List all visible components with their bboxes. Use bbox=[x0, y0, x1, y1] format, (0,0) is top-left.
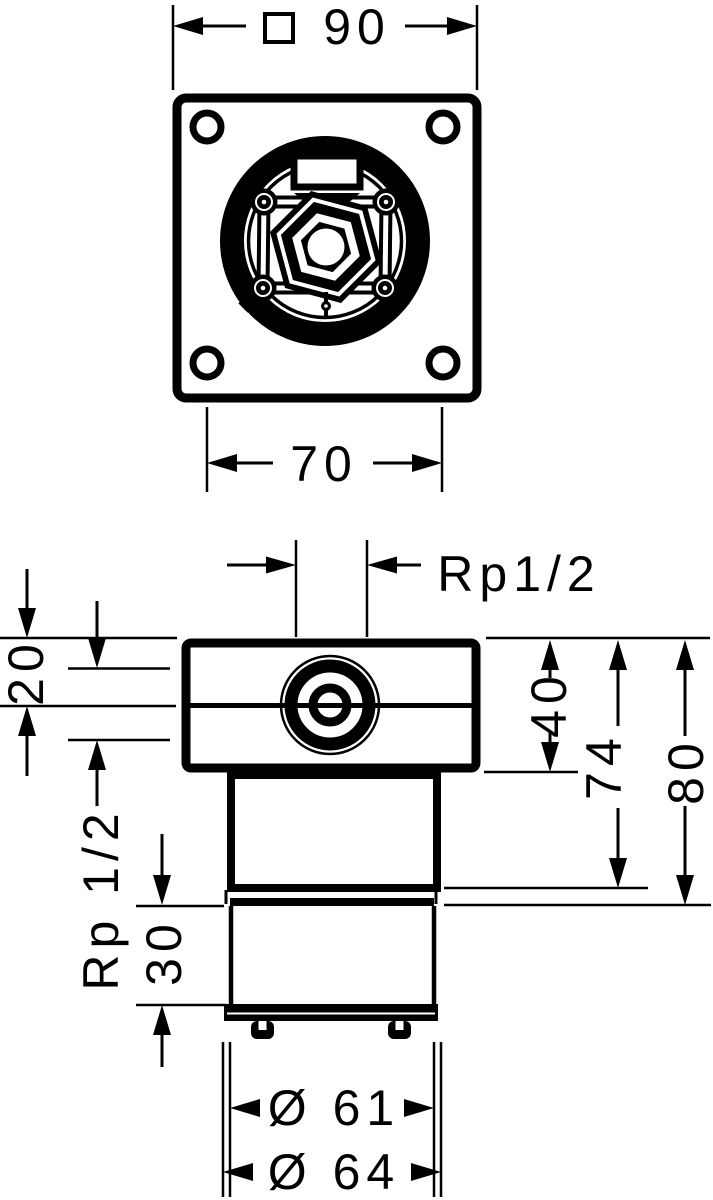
mounting-hole bbox=[425, 345, 461, 381]
dimension-lower-section bbox=[153, 834, 171, 1067]
label-inner-diameter: Ø 61 bbox=[267, 1080, 401, 1136]
arrowhead-up bbox=[609, 640, 627, 670]
label-depth-80: 80 bbox=[658, 737, 713, 805]
arrowhead-up bbox=[18, 706, 36, 736]
dimension-depth-80 bbox=[676, 640, 694, 905]
arrowhead-down bbox=[676, 875, 694, 905]
top-port-slot bbox=[290, 152, 364, 191]
center-bore bbox=[307, 228, 345, 266]
arrowhead-right bbox=[412, 454, 442, 472]
side-view bbox=[0, 540, 711, 1197]
arrowhead-left bbox=[230, 1099, 260, 1117]
arrowhead-right bbox=[404, 1099, 434, 1117]
label-housing-height: 40 bbox=[521, 670, 577, 738]
upper-spigot bbox=[227, 771, 441, 892]
label-lower-section: 30 bbox=[136, 918, 192, 986]
arrowhead-up bbox=[153, 1005, 171, 1035]
label-flange-width: 90 bbox=[323, 0, 391, 55]
label-top-thread: Rp1/2 bbox=[437, 546, 601, 602]
arrowhead-left bbox=[367, 556, 397, 574]
arrowhead-down bbox=[88, 638, 106, 668]
top-view bbox=[171, 5, 482, 492]
mounting-holes bbox=[189, 109, 461, 381]
front-port bbox=[279, 654, 381, 756]
dimension-depth-74 bbox=[609, 640, 627, 888]
label-outer-diameter: Ø 64 bbox=[267, 1144, 401, 1200]
arrowhead-left bbox=[207, 454, 237, 472]
mounting-hole bbox=[189, 345, 225, 381]
arrowhead-left bbox=[223, 1163, 253, 1181]
screw bbox=[371, 274, 399, 302]
arrowhead-down bbox=[541, 742, 559, 772]
retaining-hooks bbox=[251, 1021, 411, 1039]
dimension-side-thread bbox=[88, 601, 106, 806]
valve-screws bbox=[249, 188, 400, 302]
mounting-hole bbox=[425, 109, 461, 145]
label-front-depth: 20 bbox=[0, 638, 54, 706]
mounting-hole bbox=[189, 109, 225, 145]
dimension-diameters bbox=[221, 1042, 443, 1197]
dimension-housing-height bbox=[541, 640, 559, 772]
label-hole-spacing: 70 bbox=[290, 436, 358, 492]
hex-nut bbox=[270, 191, 382, 303]
arrowhead-down bbox=[153, 875, 171, 905]
screw bbox=[249, 274, 277, 302]
label-side-thread: Rp 1/2 bbox=[73, 807, 129, 991]
dimension-flange-width bbox=[171, 5, 479, 90]
dimension-front-depth bbox=[18, 569, 36, 776]
arrowhead-down bbox=[609, 858, 627, 888]
square-symbol-icon bbox=[263, 12, 295, 44]
arrowhead-right bbox=[411, 1163, 441, 1181]
label-depth-74: 74 bbox=[576, 732, 632, 800]
arrowhead-up bbox=[676, 640, 694, 670]
dimension-hole-spacing bbox=[205, 407, 444, 492]
arrowhead-left bbox=[173, 17, 203, 35]
arrowhead-up bbox=[541, 640, 559, 670]
dimension-top-thread bbox=[227, 540, 421, 637]
screw bbox=[372, 188, 400, 216]
arrowhead-up bbox=[88, 740, 106, 770]
arrowhead-right bbox=[266, 556, 296, 574]
arrowhead-down bbox=[18, 608, 36, 638]
arrowhead-right bbox=[447, 17, 477, 35]
valve-sleeve-ring bbox=[220, 136, 430, 346]
screw bbox=[250, 188, 278, 216]
